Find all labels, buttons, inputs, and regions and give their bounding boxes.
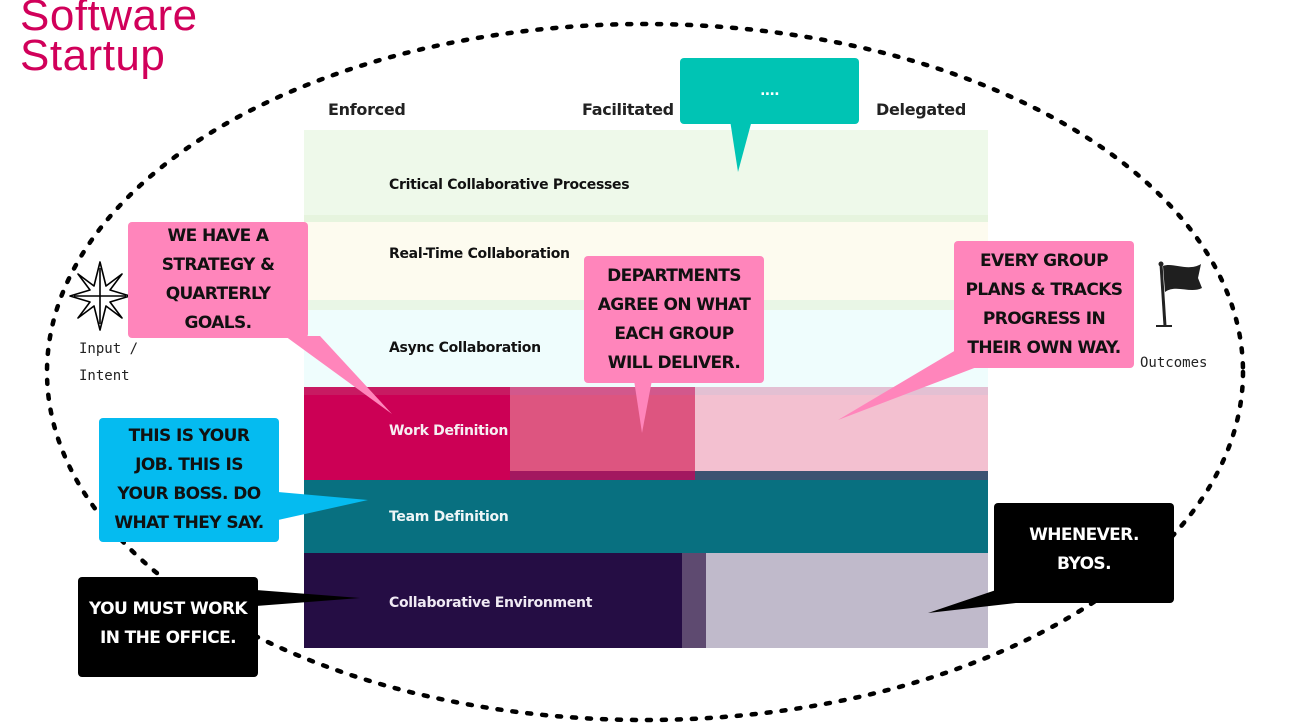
- column-label-facilitated: Facilitated: [582, 100, 674, 119]
- your-job-callout-text: THIS IS YOUR JOB. THIS IS YOUR BOSS. DO …: [114, 426, 264, 533]
- work-definition-top-strip: [510, 387, 695, 395]
- row-team-definition: Team Definition: [304, 480, 988, 553]
- row-label: Collaborative Environment: [389, 595, 593, 611]
- work-definition-bottom-strip: [695, 471, 988, 480]
- column-label-enforced: Enforced: [328, 100, 406, 119]
- departments-callout: DEPARTMENTS AGREE ON WHAT EACH GROUP WIL…: [584, 256, 764, 383]
- row-label: Real-Time Collaboration: [389, 246, 570, 262]
- work-definition-delegated-segment: [695, 387, 988, 480]
- work-definition-top-strip: [695, 387, 988, 395]
- row-label: Team Definition: [389, 509, 509, 525]
- work-definition-facilitated-segment: [510, 387, 695, 480]
- departments-callout-text: DEPARTMENTS AGREE ON WHAT EACH GROUP WIL…: [597, 265, 751, 373]
- every-group-callout: EVERY GROUP PLANS & TRACKS PROGRESS IN T…: [954, 241, 1134, 368]
- your-job-callout: THIS IS YOUR JOB. THIS IS YOUR BOSS. DO …: [99, 418, 279, 542]
- strategy-callout: WE HAVE A STRATEGY & QUARTERLY GOALS.: [128, 222, 308, 338]
- strategy-callout-text: WE HAVE A STRATEGY & QUARTERLY GOALS.: [161, 226, 275, 333]
- environment-enforced-segment: [304, 553, 682, 648]
- work-definition-top-strip: [304, 387, 510, 395]
- row-critical-collaborative-processes: Critical Collaborative Processes: [304, 130, 988, 222]
- environment-delegated-segment: [706, 553, 988, 648]
- environment-facilitated-segment: [682, 553, 706, 648]
- whenever-callout-text: WHENEVER. BYOS.: [1029, 525, 1139, 574]
- office-callout-text: YOU MUST WORK IN THE OFFICE.: [88, 599, 248, 648]
- column-label-delegated: Delegated: [876, 100, 966, 119]
- row-collaborative-environment: Collaborative Environment: [304, 553, 988, 648]
- teal-callout-text: ....: [760, 82, 779, 99]
- office-callout: YOU MUST WORK IN THE OFFICE.: [78, 577, 258, 677]
- title-line-2: Startup: [20, 31, 166, 80]
- every-group-callout-text: EVERY GROUP PLANS & TRACKS PROGRESS IN T…: [965, 250, 1124, 358]
- row-label: Async Collaboration: [389, 340, 541, 356]
- title-line-1: Software: [20, 0, 198, 40]
- whenever-callout: WHENEVER. BYOS.: [994, 503, 1174, 603]
- teal-callout: ....: [680, 58, 859, 124]
- work-definition-bottom-strip: [510, 471, 695, 480]
- outcomes-label: Outcomes: [1140, 355, 1208, 371]
- row-work-definition: Work Definition: [304, 387, 988, 480]
- input-intent-label: Input / Intent: [79, 341, 139, 384]
- page-title: Software Startup: [20, 0, 198, 80]
- row-label: Critical Collaborative Processes: [389, 177, 630, 193]
- row-divider: [304, 215, 988, 222]
- row-label: Work Definition: [389, 423, 508, 439]
